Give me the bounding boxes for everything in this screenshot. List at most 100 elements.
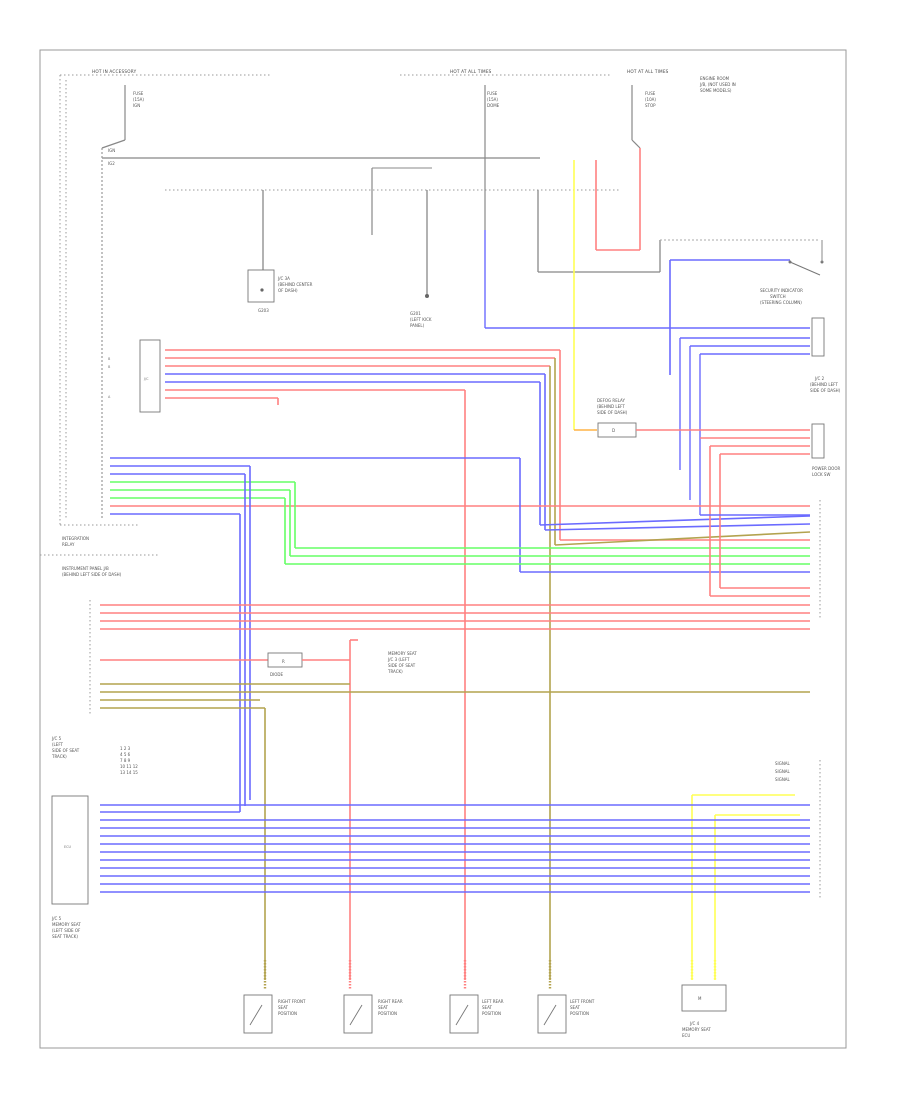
svg-text:IGN: IGN [133,103,140,108]
svg-text:J/C 2: J/C 2 [814,376,825,381]
svg-text:SEAT: SEAT [570,1005,580,1010]
svg-text:ECU: ECU [64,845,72,849]
svg-text:SECURITY INDICATOR: SECURITY INDICATOR [760,288,803,293]
svg-text:MEMORY SEAT: MEMORY SEAT [682,1027,711,1032]
svg-text:POSITION: POSITION [482,1011,501,1016]
dome-blue-feed [484,230,810,329]
diode-block: D DEFOG RELAY (BEHIND LEFT SIDE OF DASH)… [597,398,840,477]
svg-text:SEAT TRACK): SEAT TRACK) [52,934,78,939]
svg-text:SIGNAL: SIGNAL [775,777,791,782]
svg-text:POWER DOOR: POWER DOOR [812,466,840,471]
diagram-frame [39,49,847,1049]
svg-text:SIGNAL: SIGNAL [775,769,791,774]
svg-text:SEAT: SEAT [378,1005,388,1010]
svg-text:LEFT FRONT: LEFT FRONT [570,999,595,1004]
svg-text:POSITION: POSITION [278,1011,297,1016]
svg-text:7 8 9: 7 8 9 [120,758,131,763]
svg-text:(15A): (15A) [487,97,498,102]
svg-text:J/B, (NOT USED IN: J/B, (NOT USED IN [699,82,736,87]
svg-text:POSITION: POSITION [570,1011,589,1016]
svg-text:(BEHIND LEFT: (BEHIND LEFT [810,382,838,387]
svg-text:SEAT: SEAT [482,1005,492,1010]
svg-text:RIGHT REAR: RIGHT REAR [378,999,403,1004]
gauge-legend: 1 2 3 4 5 6 7 8 9 10 11 12 13 14 15 SIGN… [120,746,791,782]
svg-text:IGN: IGN [108,148,115,153]
svg-text:J/C 3A: J/C 3A [277,276,290,281]
svg-text:J/C 3 (LEFT: J/C 3 (LEFT [387,657,410,662]
svg-text:INSTRUMENT PANEL J/B: INSTRUMENT PANEL J/B [62,566,109,571]
svg-text:TRACK): TRACK) [387,669,403,674]
svg-text:HOT IN ACCESSORY: HOT IN ACCESSORY [92,69,137,74]
svg-text:M: M [698,996,702,1001]
svg-text:G203: G203 [258,308,269,313]
svg-text:(10A): (10A) [645,97,656,102]
stoplamp-switch: SECURITY INDICATOR SWITCH (STEERING COLU… [669,240,824,375]
svg-text:(BEHIND LEFT: (BEHIND LEFT [597,404,625,409]
svg-text:IG2: IG2 [108,161,115,166]
svg-text:RELAY: RELAY [62,542,75,547]
bottom-blue-harness: ECU J/C 5 MEMORY SEAT (LEFT SIDE OF SEAT… [51,795,810,939]
svg-text:MEMORY SEAT: MEMORY SEAT [52,922,81,927]
svg-text:(LEFT KICK: (LEFT KICK [410,317,432,322]
gray-bus [165,85,620,235]
svg-text:DIODE: DIODE [270,672,283,677]
bottom-stubs [263,960,717,990]
yellow-feed [573,160,597,431]
svg-text:(LEFT SIDE OF: (LEFT SIDE OF [52,928,81,933]
svg-text:SIDE OF SEAT: SIDE OF SEAT [52,748,80,753]
svg-text:SIDE OF SEAT: SIDE OF SEAT [388,663,416,668]
left-junction-block: INTEGRATION RELAY INSTRUMENT PANEL J/B (… [40,75,160,577]
svg-text:(15A): (15A) [133,97,144,102]
svg-text:ECU: ECU [682,1033,690,1038]
svg-text:ENGINE ROOM: ENGINE ROOM [700,76,730,81]
svg-text:DEFOG RELAY: DEFOG RELAY [597,398,625,403]
bottom-switches: M RIGHT FRONT SEAT POSITION RIGHT REAR S… [243,984,727,1038]
svg-text:SIGNAL: SIGNAL [775,761,791,766]
svg-text:SIDE OF DASH): SIDE OF DASH) [597,410,628,415]
header-fuse-lines: HOT IN ACCESSORY HOT AT ALL TIMES HOT AT… [60,69,669,76]
svg-text:MEMORY SEAT: MEMORY SEAT [388,651,417,656]
svg-text:HOT AT ALL TIMES: HOT AT ALL TIMES [450,69,492,74]
svg-text:TRACK): TRACK) [51,754,67,759]
svg-text:LEFT REAR: LEFT REAR [482,999,504,1004]
svg-text:(BEHIND LEFT SIDE OF DASH): (BEHIND LEFT SIDE OF DASH) [62,572,122,577]
svg-text:J/C 5: J/C 5 [51,736,62,741]
bus-drops [262,190,820,298]
svg-text:HOT AT ALL TIMES: HOT AT ALL TIMES [627,69,669,74]
svg-text:J/C 5: J/C 5 [51,916,62,921]
svg-text:FUSE: FUSE [487,91,498,96]
right-connector-top: J/C 2 (BEHIND LEFT SIDE OF DASH) [679,317,841,515]
svg-text:STOP: STOP [645,103,656,108]
svg-text:13 14 15: 13 14 15 [120,770,138,775]
upper-harness: J/C B B A [108,339,561,980]
svg-text:(LEFT: (LEFT [52,742,64,747]
svg-text:(STEERING COLUMN): (STEERING COLUMN) [760,300,802,305]
svg-text:D: D [612,428,615,433]
svg-text:G201: G201 [410,311,421,316]
ignition-relay: J/C 3A (BEHIND CENTER OF DASH) G203 G201… [247,269,432,328]
svg-text:FUSE: FUSE [645,91,656,96]
svg-text:A: A [108,395,111,399]
svg-text:DOME: DOME [487,103,500,108]
svg-text:J/C: J/C [143,377,149,381]
fuse-labels: FUSE(15A)IGN FUSE(15A)DOME FUSE(10A)STOP… [133,76,736,108]
svg-text:1 2 3: 1 2 3 [120,746,131,751]
svg-text:FUSE: FUSE [133,91,144,96]
svg-text:PANEL): PANEL) [410,323,425,328]
stop-feed [595,85,641,251]
svg-text:4 5 6: 4 5 6 [120,752,131,757]
svg-text:J/C 4: J/C 4 [689,1021,700,1026]
svg-text:OF DASH): OF DASH) [278,288,298,293]
svg-text:B: B [108,357,111,361]
svg-text:(BEHIND CENTER: (BEHIND CENTER [278,282,313,287]
lower-yellow-lines [691,794,800,980]
svg-text:SOME MODELS): SOME MODELS) [700,88,732,93]
svg-text:SIDE OF DASH): SIDE OF DASH) [810,388,841,393]
lower-red-harness: R DIODE MEMORY SEAT J/C 3 (LEFT SIDE OF … [51,600,810,980]
svg-text:POSITION: POSITION [378,1011,397,1016]
svg-text:B: B [108,365,111,369]
svg-text:SEAT: SEAT [278,1005,288,1010]
svg-text:R: R [282,659,285,664]
ignition-feed: IGN IG2 [101,85,540,520]
